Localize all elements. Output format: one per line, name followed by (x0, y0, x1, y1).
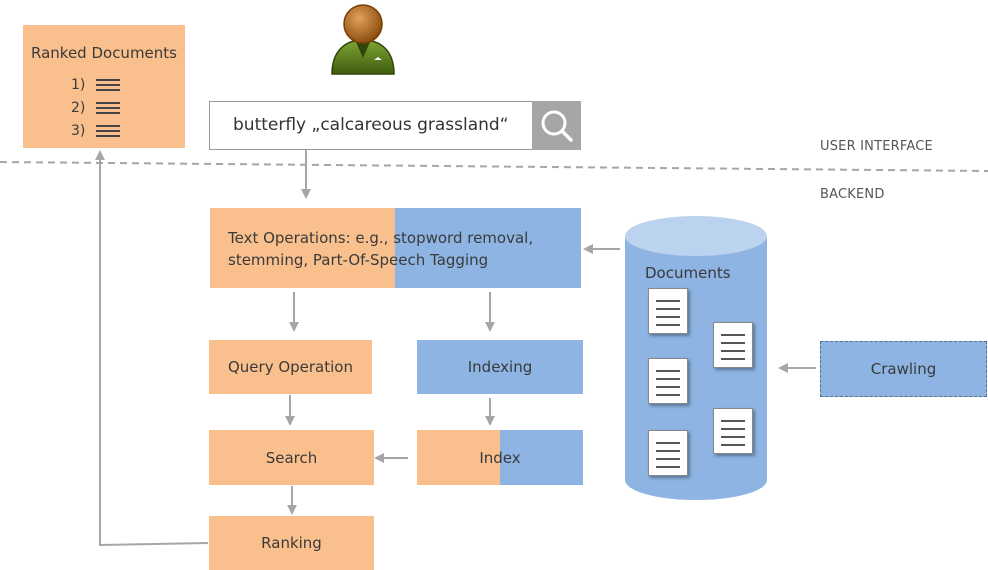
ranked-item: 1) (71, 74, 120, 97)
layer-divider (0, 161, 988, 172)
document-icon (648, 430, 688, 476)
user-interface-label: USER INTERFACE (820, 139, 933, 154)
list-icon (95, 79, 120, 91)
ranking-label: Ranking (261, 534, 322, 552)
indexing-box: Indexing (417, 340, 583, 394)
index-label: Index (479, 448, 521, 467)
ranked-item: 2) (71, 97, 120, 120)
text-operations-line2: stemming, Part-Of-Speech Tagging (228, 251, 489, 269)
list-icon (95, 102, 120, 114)
user-icon (331, 4, 395, 75)
backend-label: BACKEND (820, 187, 885, 202)
crawling-label: Crawling (870, 360, 937, 378)
ranked-item: 3) (71, 120, 120, 143)
document-icon (648, 358, 688, 404)
document-icon (648, 288, 688, 334)
crawling-box: Crawling (820, 341, 987, 397)
document-icon (713, 322, 753, 368)
search-label: Search (265, 448, 318, 467)
magnifier-icon (541, 110, 573, 142)
ranking-box: Ranking (209, 516, 374, 570)
ranked-list: 1) 2) 3) (71, 74, 120, 143)
search-button[interactable] (532, 101, 581, 150)
documents-label: Documents (645, 264, 731, 282)
document-icon (713, 408, 753, 454)
indexing-label: Indexing (467, 358, 533, 376)
index-box: Index (417, 430, 583, 485)
search-bar: butterfly „calcareous grassland“ (209, 101, 581, 150)
search-input[interactable]: butterfly „calcareous grassland“ (233, 115, 509, 135)
query-operation-box: Query Operation (209, 340, 372, 394)
search-box: Search (209, 430, 374, 485)
query-operation-label: Query Operation (227, 358, 353, 376)
text-operations-box: Text Operations: e.g., stopword removal,… (210, 208, 581, 288)
text-operations-line1: Text Operations: e.g., stopword removal, (228, 229, 534, 247)
ranked-documents-title: Ranked Documents (31, 44, 177, 62)
ranked-documents-panel: Ranked Documents 1) 2) 3) (23, 25, 185, 148)
list-icon (95, 125, 120, 137)
